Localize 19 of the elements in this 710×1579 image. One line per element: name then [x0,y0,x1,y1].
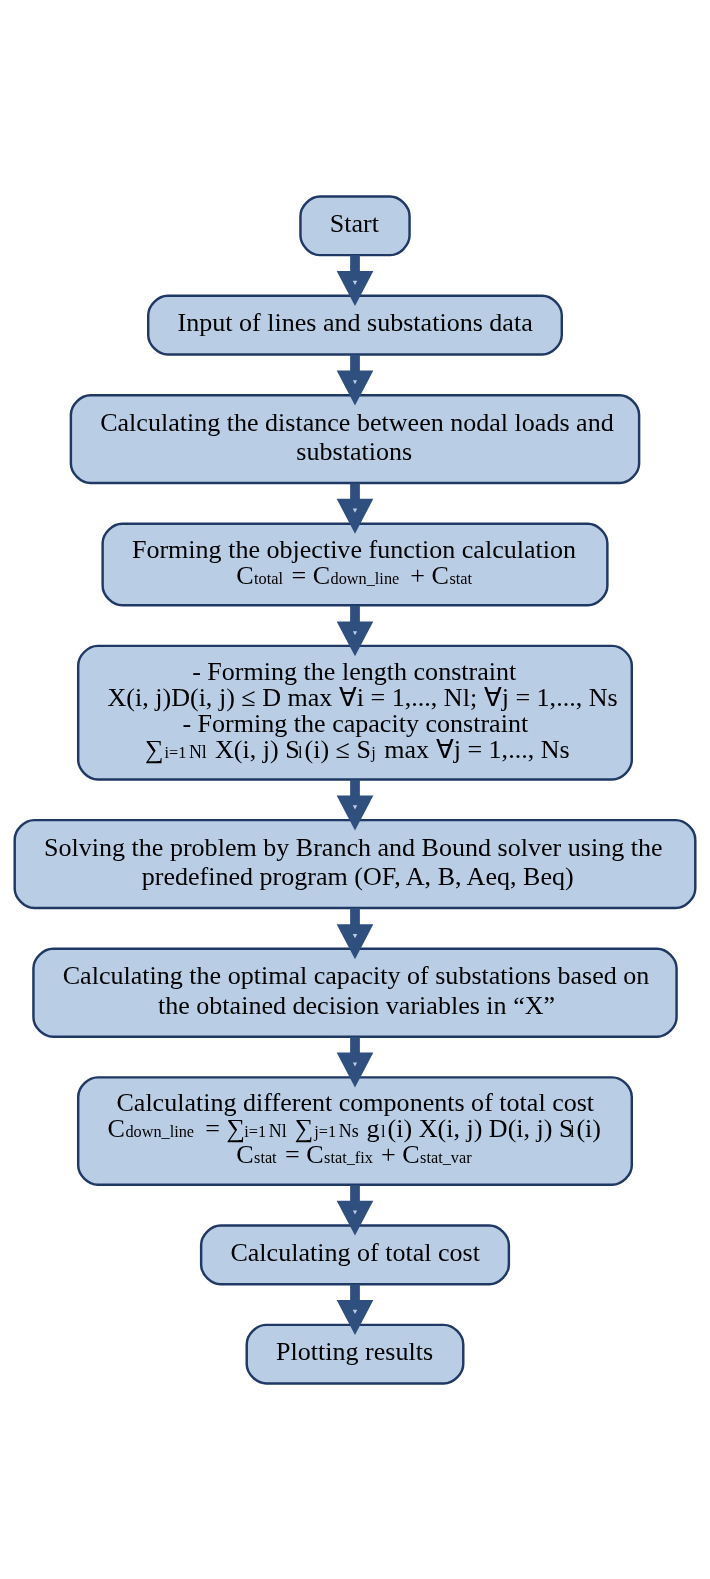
arrow [336,254,374,306]
node-box: Input of lines and substations data [147,294,563,356]
arrow [336,907,374,959]
node-box: Start [299,194,411,256]
arrow [336,1036,374,1088]
node-box: Calculating the distance between nodal loads and substations [69,393,641,484]
arrow [336,1184,374,1236]
arrow [336,605,374,656]
node-box: Calculating different components of total cost Cdown_line = ∑i=1Nl ∑j=1Ns gl(i) X(i, j) D(i, j) Sl(i) Cstat = Cstat_fix + Cstat_var [77,1075,633,1186]
node-box: Plotting results [245,1323,465,1385]
arrow [336,779,374,830]
arrow [336,354,374,405]
node-box: Solving the problem by Branch and Bound solver using the predefined program (OF, A, B, Aeq, Beq) [13,818,697,909]
arrow [336,1283,374,1335]
node-box: Forming the objective function calculation Ctotal = Cdown_line + Cstat [101,522,609,606]
node-box: - Forming the length constraint X(i, j)D(i, j) ≤ D max ∀i = 1,..., Nl; ∀j = 1,..., Ns - Forming the capacity constraint ∑i=1Nl X(i, j) Sl(i) ≤ Sj max ∀j = 1,..., Ns [77,644,633,781]
node-box: Calculating of total cost [199,1223,511,1285]
arrow [336,482,374,534]
node-box: Calculating the optimal capacity of substations based on the obtained decision variables in “X” [32,947,678,1038]
